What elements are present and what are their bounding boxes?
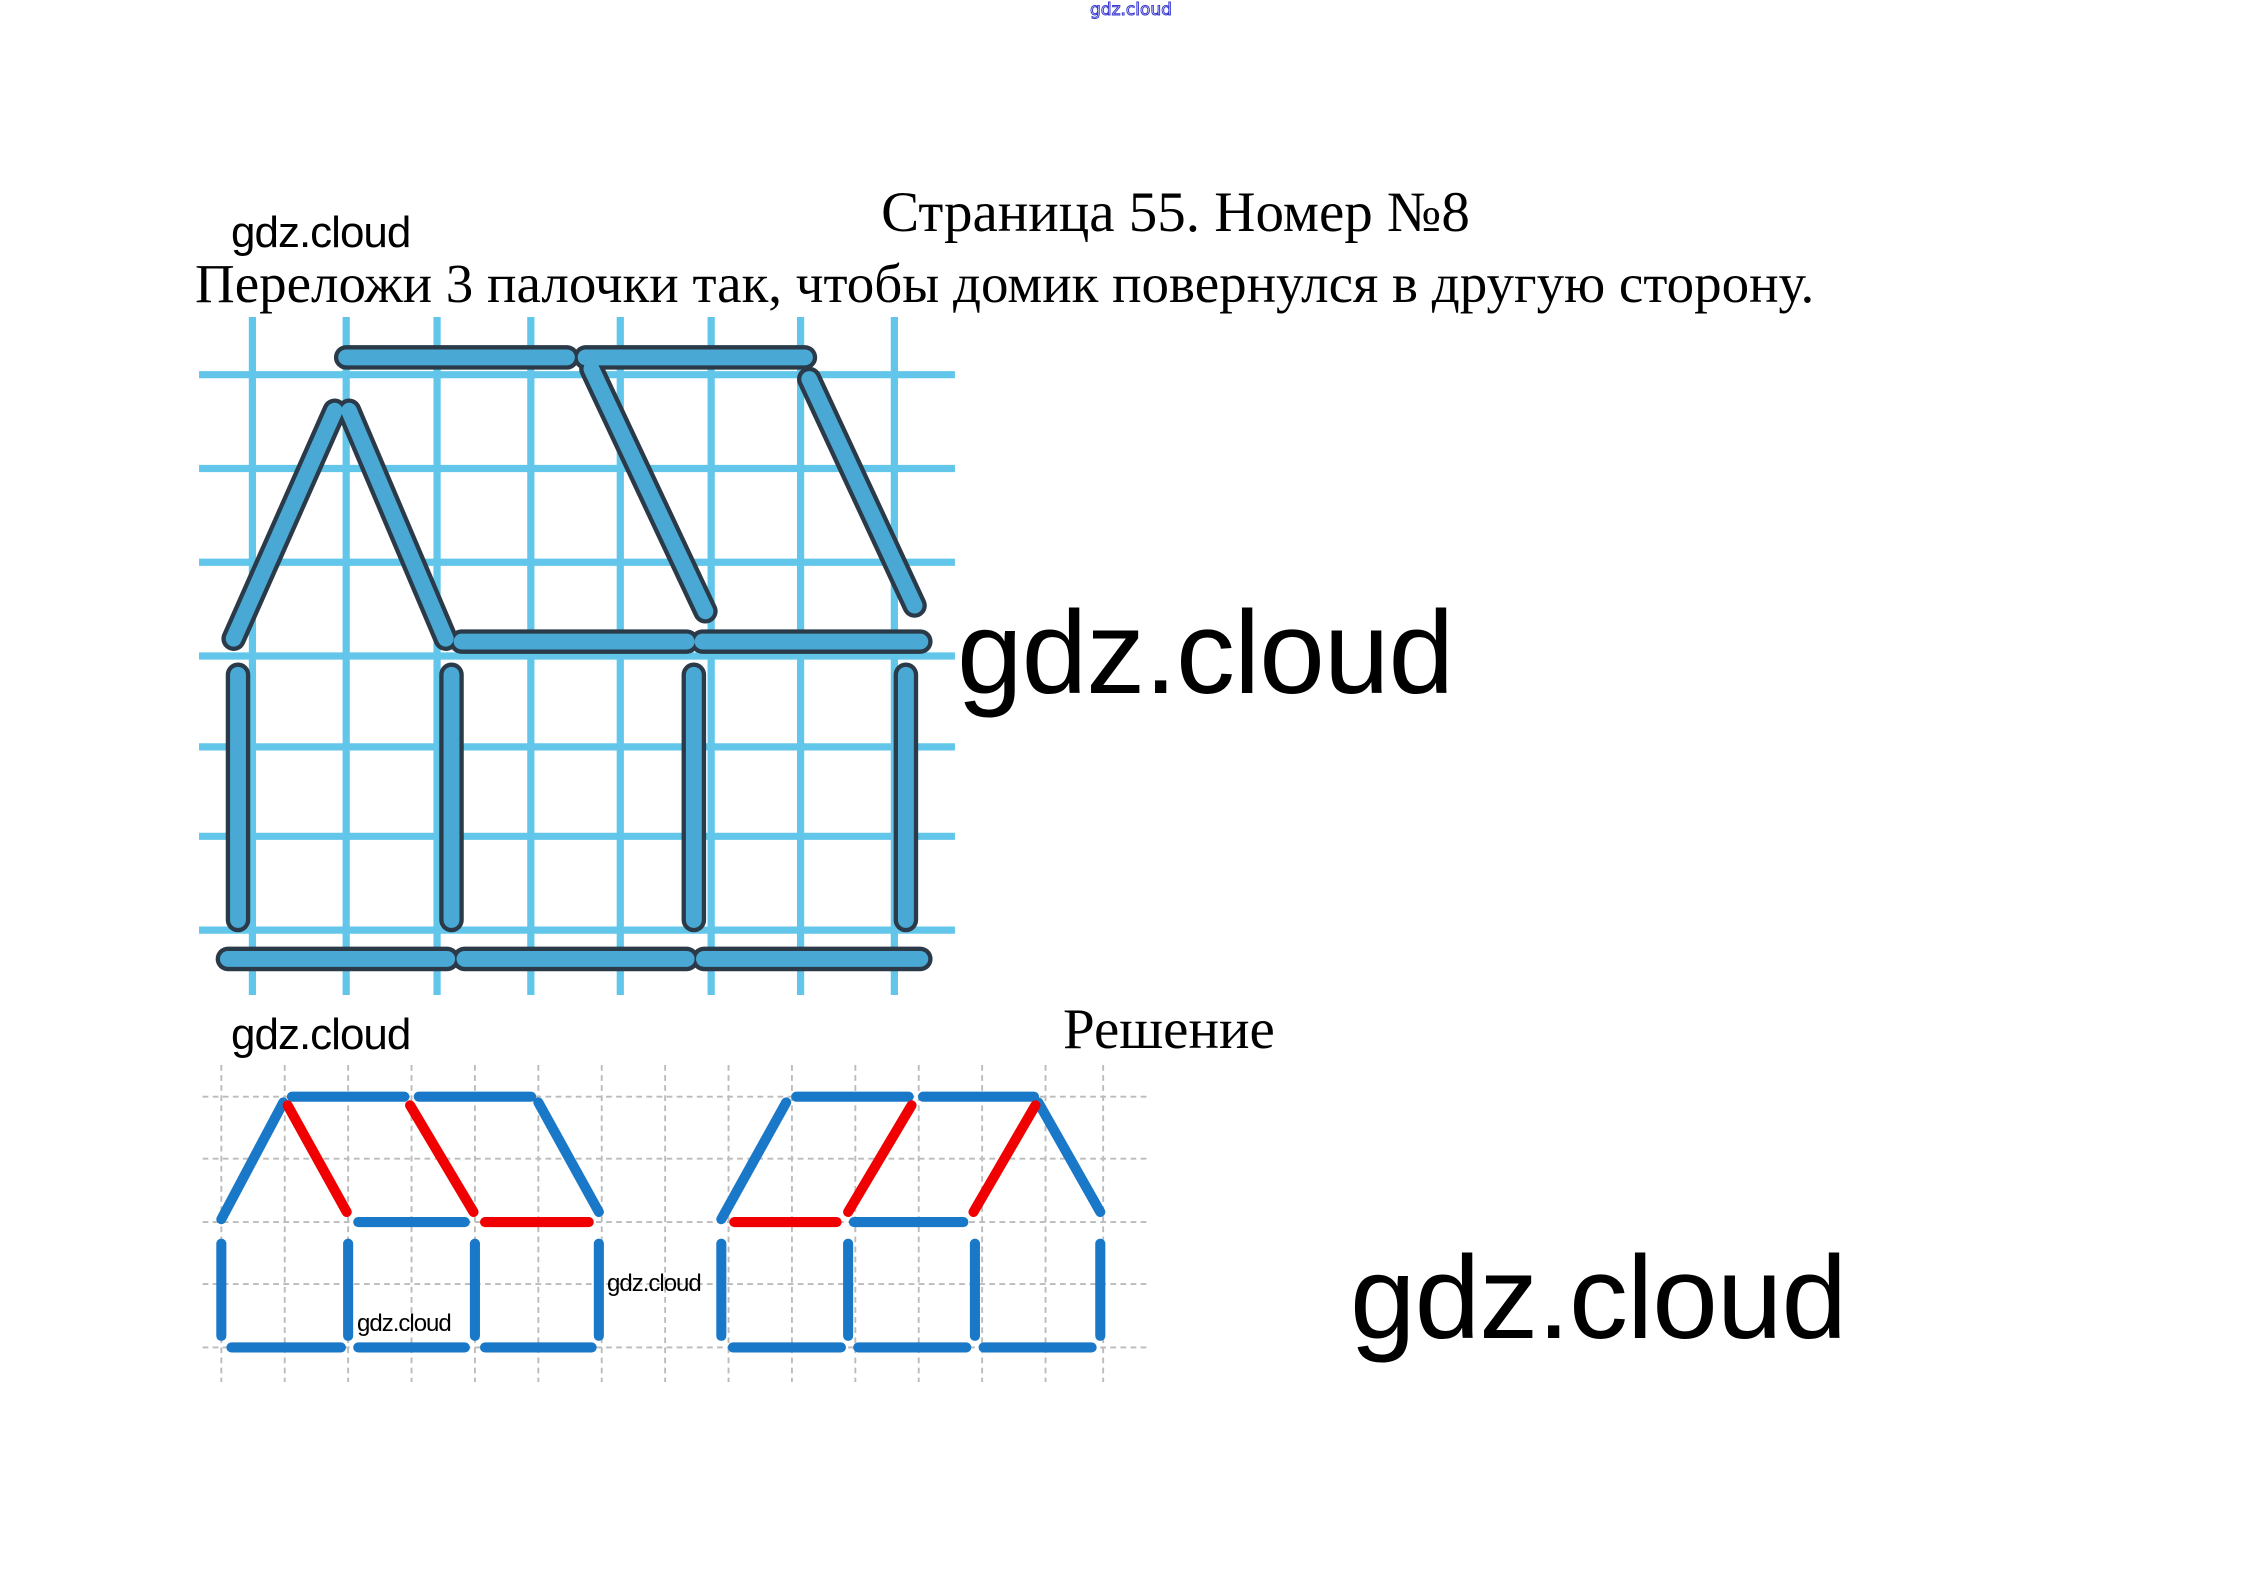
solution-heading: Решение: [1063, 998, 1275, 1061]
solution-illustration: [202, 1065, 1147, 1382]
right-house-red-sticks: [729, 1100, 1041, 1228]
sticks: [219, 349, 929, 967]
watermark-inner: gdz.cloud: [607, 1270, 702, 1297]
watermark-big: gdz.cloud: [957, 587, 1454, 719]
left-house-blue-sticks: [216, 1091, 604, 1353]
watermark-big: gdz.cloud: [1350, 1232, 1847, 1364]
left-house-red-sticks: [282, 1100, 594, 1228]
top-watermark: gdz.cloud: [1090, 0, 1173, 21]
right-house-blue-sticks: [716, 1091, 1106, 1353]
page-title: Страница 55. Номер №8: [881, 181, 1470, 244]
watermark-label: gdz.cloud: [231, 208, 411, 257]
watermark-inner: gdz.cloud: [357, 1310, 452, 1337]
watermark-label: gdz.cloud: [231, 1010, 411, 1059]
stick-house-illustration: [199, 317, 955, 995]
task-text: Переложи 3 палочки так, чтобы домик пове…: [195, 253, 1815, 314]
